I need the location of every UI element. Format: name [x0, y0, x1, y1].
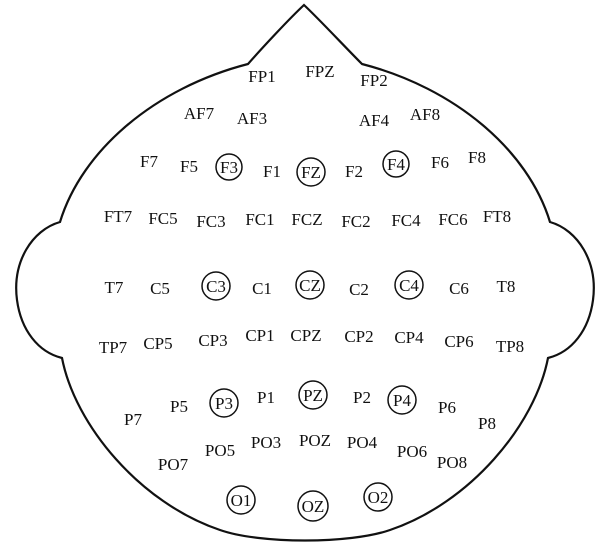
electrode-poz: POZ — [299, 431, 331, 450]
electrode-oz: OZ — [302, 497, 325, 516]
electrode-af7: AF7 — [184, 104, 215, 123]
electrode-o2: O2 — [368, 488, 389, 507]
electrode-af8: AF8 — [410, 105, 440, 124]
electrode-po4: PO4 — [347, 433, 378, 452]
electrode-cpz: CPZ — [290, 326, 321, 345]
electrode-p2: P2 — [353, 388, 371, 407]
electrode-p6: P6 — [438, 398, 456, 417]
electrode-c1: C1 — [252, 279, 272, 298]
electrode-p3: P3 — [215, 394, 233, 413]
electrode-af3: AF3 — [237, 109, 267, 128]
electrode-po7: PO7 — [158, 455, 189, 474]
head-outline — [16, 5, 594, 541]
electrode-cz: CZ — [299, 276, 321, 295]
electrode-fc6: FC6 — [438, 210, 467, 229]
electrode-po5: PO5 — [205, 441, 235, 460]
electrode-p7: P7 — [124, 410, 142, 429]
electrode-f6: F6 — [431, 153, 449, 172]
electrode-p8: P8 — [478, 414, 496, 433]
electrode-f3: F3 — [220, 158, 238, 177]
electrode-cp5: CP5 — [143, 334, 172, 353]
electrode-fcz: FCZ — [291, 210, 322, 229]
electrode-ft8: FT8 — [483, 207, 511, 226]
electrode-c6: C6 — [449, 279, 469, 298]
electrode-tp7: TP7 — [99, 338, 128, 357]
electrode-cp2: CP2 — [344, 327, 373, 346]
electrode-f4: F4 — [387, 155, 405, 174]
electrode-o1: O1 — [231, 491, 252, 510]
electrode-fp2: FP2 — [360, 71, 387, 90]
electrode-p4: P4 — [393, 391, 411, 410]
electrode-cp4: CP4 — [394, 328, 424, 347]
electrode-f8: F8 — [468, 148, 486, 167]
electrode-f7: F7 — [140, 152, 158, 171]
electrode-cp6: CP6 — [444, 332, 473, 351]
electrode-cp1: CP1 — [245, 326, 274, 345]
electrode-po3: PO3 — [251, 433, 281, 452]
electrode-tp8: TP8 — [496, 337, 524, 356]
electrode-fc1: FC1 — [245, 210, 274, 229]
electrode-ft7: FT7 — [104, 207, 133, 226]
electrode-po8: PO8 — [437, 453, 467, 472]
electrode-c4: C4 — [399, 276, 419, 295]
electrode-p5: P5 — [170, 397, 188, 416]
electrode-fz: FZ — [301, 163, 321, 182]
electrode-fc4: FC4 — [391, 211, 421, 230]
electrode-fc3: FC3 — [196, 212, 225, 231]
electrode-c2: C2 — [349, 280, 369, 299]
electrode-t8: T8 — [497, 277, 516, 296]
electrode-p1: P1 — [257, 388, 275, 407]
electrode-fc5: FC5 — [148, 209, 177, 228]
electrode-fp1: FP1 — [248, 67, 275, 86]
electrode-po6: PO6 — [397, 442, 427, 461]
electrode-f1: F1 — [263, 162, 281, 181]
electrode-t7: T7 — [105, 278, 124, 297]
electrode-cp3: CP3 — [198, 331, 227, 350]
electrode-f5: F5 — [180, 157, 198, 176]
electrode-af4: AF4 — [359, 111, 390, 130]
electrode-pz: PZ — [303, 386, 323, 405]
electrode-c5: C5 — [150, 279, 170, 298]
electrode-fpz: FPZ — [305, 62, 334, 81]
electrode-f2: F2 — [345, 162, 363, 181]
electrode-fc2: FC2 — [341, 212, 370, 231]
electrode-c3: C3 — [206, 277, 226, 296]
